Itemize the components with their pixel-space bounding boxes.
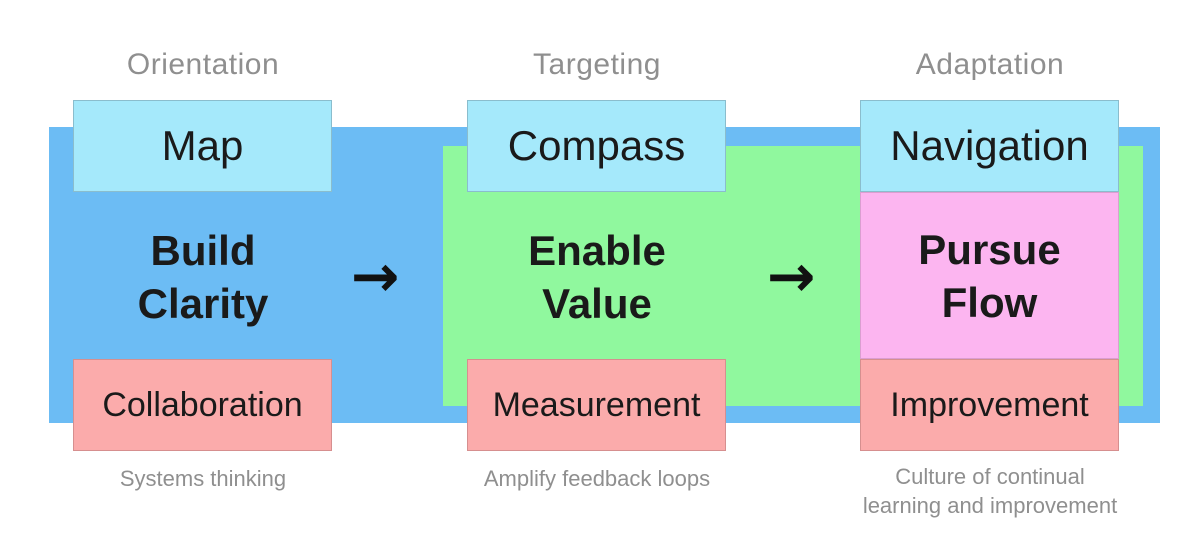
bottom-box-measurement: Measurement: [467, 359, 726, 451]
column-header-targeting: Targeting: [533, 48, 661, 81]
top-box-map-label: Map: [161, 122, 244, 169]
top-box-map: Map: [73, 100, 332, 192]
caption-systems-thinking: Systems thinking: [119, 466, 287, 491]
caption-culture-of-continual-learning: Culture of continual learning and improv…: [862, 464, 1118, 518]
bottom-box-measurement-label: Measurement: [492, 385, 701, 424]
focus-line-1: Enable: [528, 227, 666, 274]
bottom-box-collaboration: Collaboration: [73, 359, 332, 451]
focus-line-2: Clarity: [137, 280, 269, 327]
caption-amplify-feedback-loops: Amplify feedback loops: [483, 466, 711, 491]
top-box-compass-label: Compass: [507, 122, 686, 169]
focus-line-1: Pursue: [918, 225, 1061, 273]
bottom-box-improvement: Improvement: [860, 359, 1119, 451]
right-arrow-icon: →: [766, 242, 816, 310]
focus-line-2: Value: [542, 280, 652, 327]
bottom-box-improvement-label: Improvement: [890, 385, 1089, 424]
focus-text-pursue-flow: Pursue Flow: [918, 223, 1060, 329]
right-arrow-icon: →: [350, 242, 400, 310]
column-header-adaptation: Adaptation: [915, 48, 1065, 81]
top-box-compass: Compass: [467, 100, 726, 192]
pink-panel-pursue-flow: Pursue Flow: [860, 192, 1119, 359]
top-box-navigation: Navigation: [860, 100, 1119, 192]
focus-line-2: Flow: [941, 278, 1038, 326]
focus-text-build-clarity: Build Clarity: [73, 224, 333, 330]
column-header-orientation: Orientation: [126, 48, 280, 81]
focus-text-enable-value: Enable Value: [467, 224, 727, 330]
focus-line-1: Build: [150, 227, 256, 274]
top-box-navigation-label: Navigation: [890, 122, 1089, 169]
bottom-box-collaboration-label: Collaboration: [102, 385, 303, 424]
